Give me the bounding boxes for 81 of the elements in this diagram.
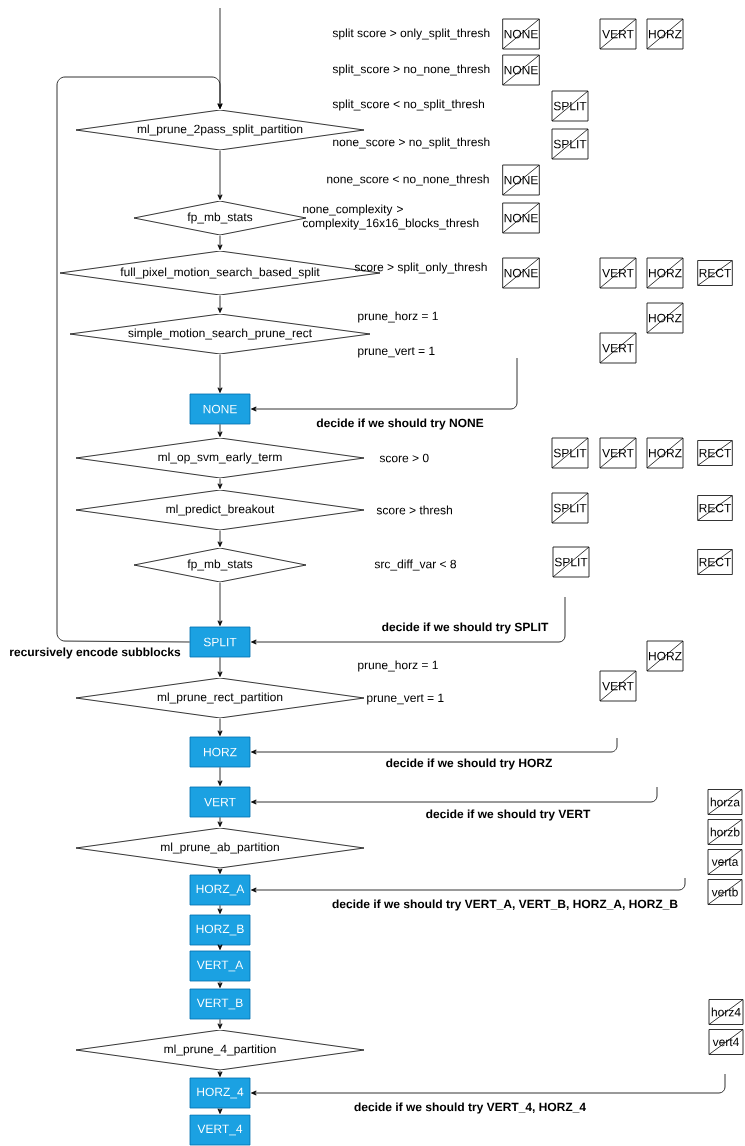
edge-label: decide if we should try VERT_4, HORZ_4	[353, 1101, 588, 1115]
arrow	[217, 354, 223, 393]
process-box: HORZ_A	[189, 874, 251, 906]
arrow	[217, 905, 223, 914]
condition-text: score > split_only_thresh	[354, 262, 487, 274]
crossed-out-box: HORZ	[646, 437, 684, 469]
crossed-out-box: HORZ	[646, 257, 684, 289]
crossed-out-box: SPLIT	[551, 90, 589, 122]
condition-text: score > thresh	[376, 505, 452, 515]
condition-text: src_diff_var < 8	[374, 559, 456, 571]
arrow	[217, 530, 223, 547]
crossed-out-box: NONE	[502, 257, 540, 289]
process-box: VERT	[189, 786, 251, 818]
process-box: SPLIT	[189, 626, 251, 658]
process-box: HORZ	[189, 736, 251, 768]
condition-text: prune_vert = 1	[358, 346, 435, 358]
process-box: VERT_A	[189, 950, 251, 982]
process-box: HORZ_4	[189, 1077, 251, 1109]
crossed-out-box: NONE	[502, 202, 540, 234]
arrow	[251, 596, 566, 645]
condition-text: prune_horz = 1	[358, 311, 438, 323]
edge-label: decide if we should try VERT	[424, 808, 592, 822]
arrow	[217, 582, 223, 626]
arrow	[217, 981, 223, 988]
crossed-out-box: vert4	[708, 1029, 744, 1055]
arrow	[217, 767, 223, 786]
edge-label: decide if we should try NONE	[315, 417, 485, 431]
arrow	[217, 657, 223, 677]
arrow	[217, 817, 223, 827]
condition-text: prune_horz = 1	[358, 660, 438, 672]
crossed-out-box: verta	[707, 849, 743, 875]
condition-text: none_score > no_split_thresh	[333, 137, 490, 149]
crossed-out-box: VERT	[599, 670, 637, 702]
process-box: VERT_B	[189, 988, 251, 1020]
crossed-out-box: VERT	[599, 437, 637, 469]
arrow	[217, 718, 223, 736]
crossed-out-box: SPLIT	[551, 128, 589, 160]
process-box: VERT_4	[189, 1114, 251, 1146]
crossed-out-box: NONE	[502, 18, 540, 50]
condition-text: split_score > no_none_thresh	[332, 64, 490, 76]
arrow	[251, 786, 658, 805]
arrow	[217, 1070, 223, 1077]
crossed-out-box: horz4	[708, 999, 744, 1025]
crossed-out-box: SPLIT	[552, 546, 590, 578]
arrow	[56, 76, 223, 643]
condition-text: none_score < no_none_thresh	[327, 174, 489, 186]
crossed-out-box: VERT	[599, 18, 637, 50]
crossed-out-box: HORZ	[646, 302, 684, 334]
edge-label: decide if we should try HORZ	[384, 757, 554, 771]
crossed-out-box: SPLIT	[551, 437, 589, 469]
condition-text: split score > only_split_thresh	[332, 28, 490, 40]
process-box: HORZ_B	[189, 914, 251, 946]
crossed-out-box: NONE	[502, 164, 540, 196]
arrow	[217, 424, 223, 437]
arrow	[217, 235, 223, 250]
arrow	[251, 357, 518, 412]
crossed-out-box: NONE	[502, 54, 540, 86]
condition-text: score > 0	[379, 453, 429, 463]
arrow	[217, 295, 223, 313]
crossed-out-box: HORZ	[646, 640, 684, 672]
arrow	[251, 737, 618, 755]
crossed-out-box: VERT	[599, 332, 637, 364]
crossed-out-box: horzb	[707, 819, 743, 845]
arrow	[217, 944, 223, 950]
edge-label: decide if we should try SPLIT	[380, 621, 550, 635]
arrow	[217, 868, 223, 874]
edge-label: decide if we should try VERT_A, VERT_B, HORZ_A, HORZ_B	[331, 898, 680, 912]
edge-label: recursively encode subblocks	[8, 646, 182, 660]
arrow	[217, 1019, 223, 1029]
condition-text: split_score < no_split_thresh	[332, 99, 484, 111]
crossed-out-box: vertb	[707, 879, 743, 905]
arrow	[217, 150, 223, 200]
process-box: NONE	[189, 393, 251, 425]
crossed-out-box: HORZ	[646, 18, 684, 50]
arrow	[251, 877, 686, 893]
crossed-out-box: SPLIT	[551, 492, 589, 524]
arrow	[251, 1073, 726, 1096]
crossed-out-box: VERT	[599, 257, 637, 289]
crossed-out-box: horza	[707, 789, 743, 815]
arrow	[217, 1108, 223, 1114]
arrow	[217, 478, 223, 489]
